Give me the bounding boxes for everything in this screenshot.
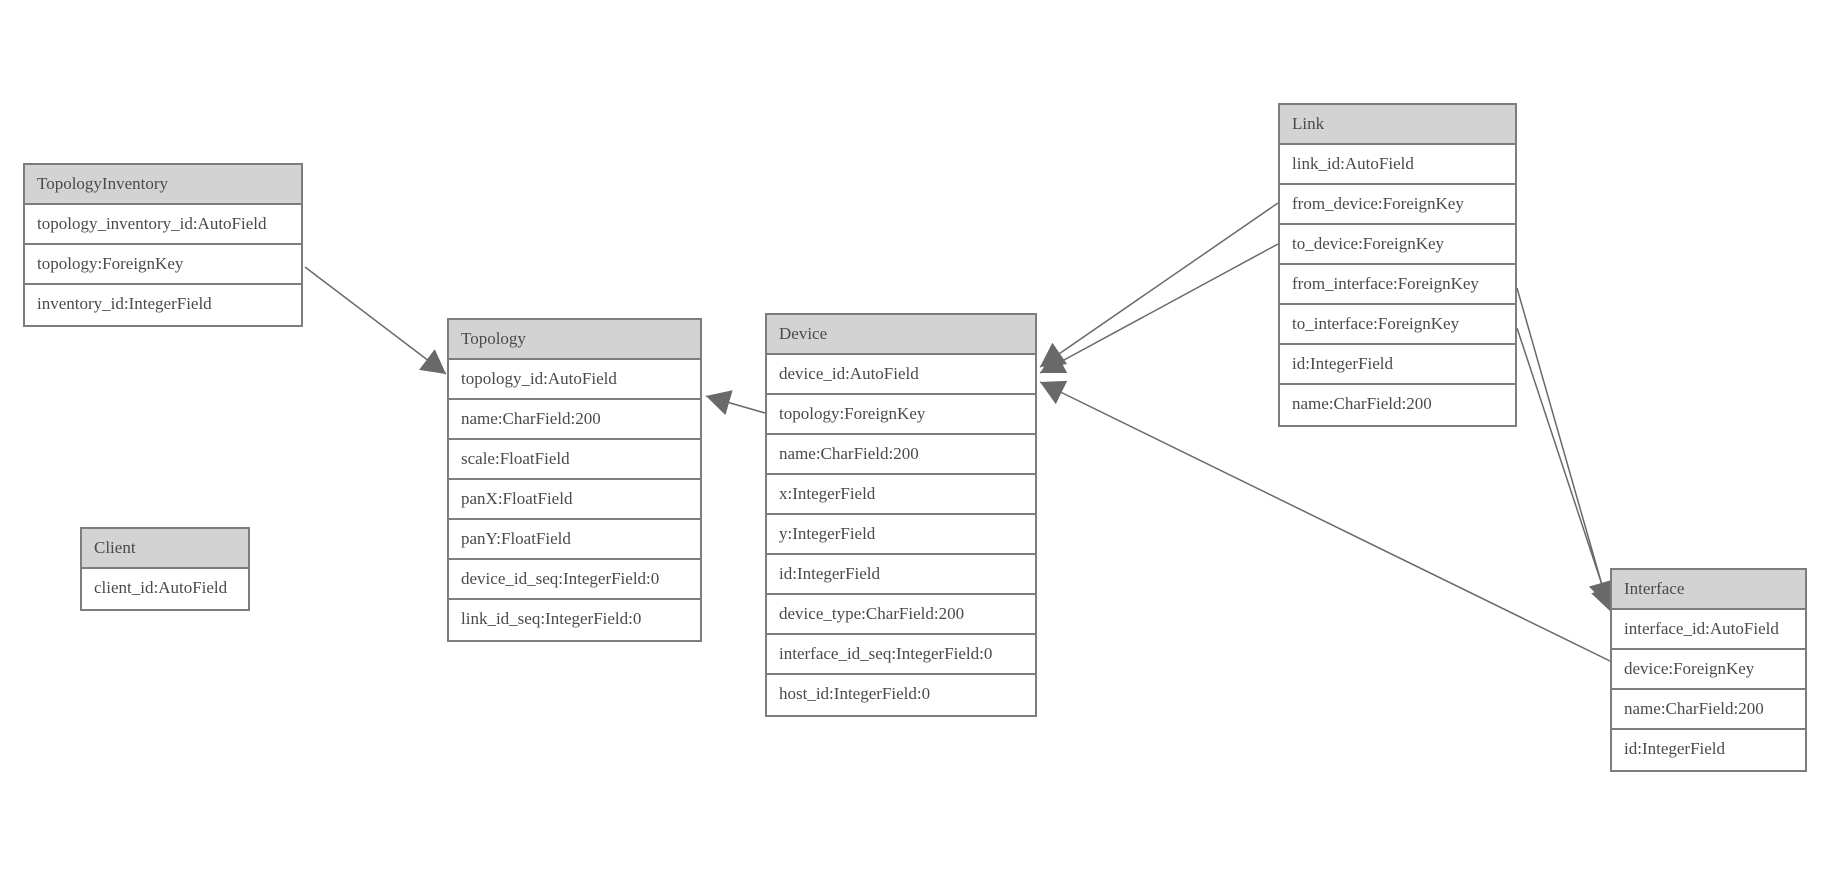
entity-field-row: x:IntegerField	[767, 475, 1035, 515]
entity-field-row: topology:ForeignKey	[767, 395, 1035, 435]
entity-field-row: host_id:IntegerField:0	[767, 675, 1035, 715]
entity-title: Link	[1280, 105, 1515, 145]
entity-field-row: link_id:AutoField	[1280, 145, 1515, 185]
entity-field-row: to_interface:ForeignKey	[1280, 305, 1515, 345]
entity-field-row: panX:FloatField	[449, 480, 700, 520]
entity-field-row: id:IntegerField	[767, 555, 1035, 595]
entity-field-row: id:IntegerField	[1612, 730, 1805, 770]
entity-field-row: device_id:AutoField	[767, 355, 1035, 395]
entity-field-row: name:CharField:200	[767, 435, 1035, 475]
entity-field-row: y:IntegerField	[767, 515, 1035, 555]
entity-title: Client	[82, 529, 248, 569]
entity-field-row: client_id:AutoField	[82, 569, 248, 609]
entity-title: TopologyInventory	[25, 165, 301, 205]
entity-field-row: topology_inventory_id:AutoField	[25, 205, 301, 245]
entity-field-row: id:IntegerField	[1280, 345, 1515, 385]
entity-field-row: topology:ForeignKey	[25, 245, 301, 285]
entity-title: Device	[767, 315, 1035, 355]
entity-field-row: name:CharField:200	[1280, 385, 1515, 425]
entity-field-row: interface_id_seq:IntegerField:0	[767, 635, 1035, 675]
entity-field-row: interface_id:AutoField	[1612, 610, 1805, 650]
entity-field-row: panY:FloatField	[449, 520, 700, 560]
entity-field-row: device_type:CharField:200	[767, 595, 1035, 635]
entity-field-row: name:CharField:200	[449, 400, 700, 440]
entity-field-row: topology_id:AutoField	[449, 360, 700, 400]
entity-title: Topology	[449, 320, 700, 360]
entity-field-row: device:ForeignKey	[1612, 650, 1805, 690]
entity-field-row: link_id_seq:IntegerField:0	[449, 600, 700, 640]
entity-field-row: inventory_id:IntegerField	[25, 285, 301, 325]
entity-field-row: to_device:ForeignKey	[1280, 225, 1515, 265]
entity-field-row: from_interface:ForeignKey	[1280, 265, 1515, 305]
entity-field-row: from_device:ForeignKey	[1280, 185, 1515, 225]
entity-field-row: name:CharField:200	[1612, 690, 1805, 730]
entity-field-row: scale:FloatField	[449, 440, 700, 480]
entity-title: Interface	[1612, 570, 1805, 610]
entity-field-row: device_id_seq:IntegerField:0	[449, 560, 700, 600]
